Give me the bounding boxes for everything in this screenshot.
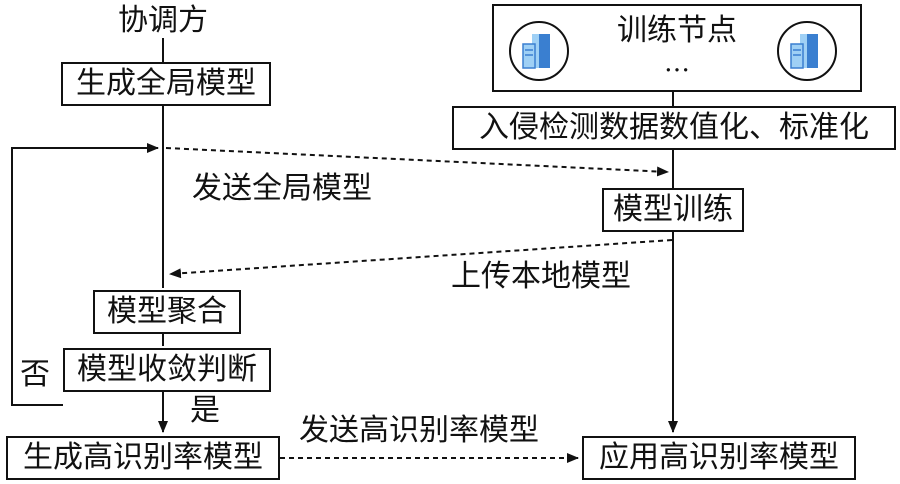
coordinator-label: 协调方 [118, 3, 208, 38]
server-icon [777, 21, 837, 81]
model-training-box: 模型训练 [602, 188, 744, 232]
convergence-check-box: 模型收敛判断 [63, 348, 271, 392]
send-high-rate-model-label: 发送高识别率模型 [299, 413, 539, 448]
generate-high-rate-model-box: 生成高识别率模型 [6, 436, 280, 480]
generate-global-model-box: 生成全局模型 [61, 62, 271, 106]
training-nodes-title: 训练节点 [617, 13, 737, 48]
upload-local-model-label: 上传本地模型 [451, 259, 631, 294]
training-nodes-box: 训练节点 … [492, 4, 862, 92]
upload-local-model-arrow [169, 239, 673, 279]
no-loop-line [11, 143, 159, 406]
send-global-model-arrow [165, 147, 669, 177]
no-label: 否 [20, 357, 50, 392]
apply-high-rate-model-box: 应用高识别率模型 [582, 436, 856, 480]
send-global-model-label: 发送全局模型 [192, 171, 372, 206]
training-nodes-ellipsis: … [664, 48, 690, 78]
server-icon [509, 21, 569, 81]
model-aggregation-box: 模型聚合 [93, 290, 241, 334]
yes-label: 是 [190, 393, 220, 428]
preprocess-box: 入侵检测数据数值化、标准化 [452, 106, 896, 150]
